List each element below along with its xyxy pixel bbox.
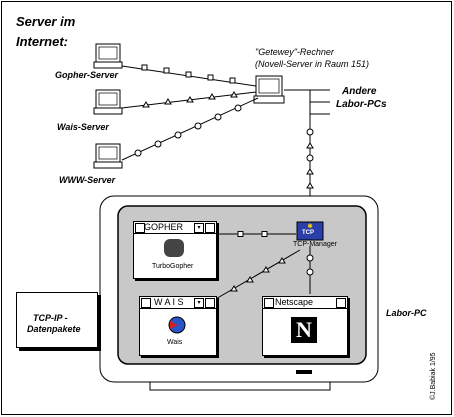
tcp-icon-text: TCP [302,230,314,236]
labor-pc-label: Labor-PC [386,308,427,318]
zoom-box-icon[interactable] [336,298,346,308]
title-line-2: Internet: [16,34,68,49]
netscape-title: Netscape [275,297,314,307]
gopher-title: GOPHER [144,222,184,232]
internal-links [213,231,314,301]
close-box-icon[interactable] [141,298,151,308]
menu-arrow-icon[interactable]: ▾ [194,223,204,233]
title-line-1: Server im [16,14,76,29]
gateway-sublabel: (Novell-Server in Raum 151) [255,59,370,69]
www-server-computer-icon [93,143,123,169]
other-pcs-label: Andere [342,86,377,97]
page-title: Server im Internet: [16,12,75,52]
gopher-titlebar[interactable]: GOPHER ▾ [134,222,216,234]
netscape-n-icon[interactable]: N [291,317,317,343]
svg-text:✱: ✱ [307,223,312,230]
menu-arrow-icon[interactable]: ▾ [194,298,204,308]
www-server-label: WWW-Server [59,175,116,185]
wais-app-icon[interactable] [166,315,188,335]
wais-app-label: Wais [167,339,183,346]
wais-server-label: Wais-Server [57,122,109,132]
zoom-box-icon[interactable] [205,298,215,308]
legend-line-2: Datenpakete [27,324,81,334]
copyright-text: ©J.Babiak 1/95 [430,352,437,400]
tcp-manager-icon: ✱ [296,221,324,241]
tcp-manager-label: TCP-Manager [293,241,337,248]
gopher-window[interactable]: GOPHER ▾ TurboGopher [133,221,217,279]
gateway-bus [284,89,330,215]
gateway-label: "Getewey"-Rechner [255,47,334,57]
netscape-window[interactable]: Netscape N [262,296,348,356]
netscape-titlebar[interactable]: Netscape [263,297,347,309]
wais-title: W A I S [154,297,184,307]
legend-box: TCP-IP - Datenpakete [16,292,98,348]
wais-titlebar[interactable]: W A I S ▾ [140,297,216,309]
wais-link [121,91,257,109]
gopher-link [121,64,257,87]
gopher-server-label: Gopher-Server [55,70,119,80]
zoom-box-icon[interactable] [205,223,215,233]
legend-line-1: TCP-IP - [33,313,68,323]
wais-server-computer-icon [93,89,123,115]
www-link [121,97,259,161]
gopher-app-icon[interactable] [164,239,184,257]
wais-window[interactable]: W A I S ▾ Wais [139,296,217,356]
gateway-computer-icon [253,75,285,104]
gopher-server-computer-icon [93,43,123,69]
close-box-icon[interactable] [135,223,145,233]
gopher-app-label: TurboGopher [152,263,194,270]
close-box-icon[interactable] [264,298,274,308]
other-pcs-label-2: Labor-PCs [336,99,387,110]
